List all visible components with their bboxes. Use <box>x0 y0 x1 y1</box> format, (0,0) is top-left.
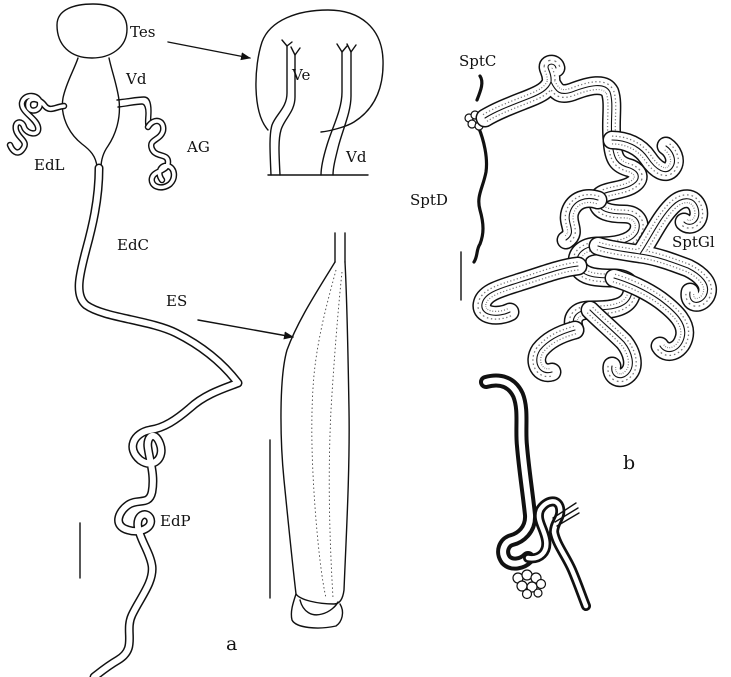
label-edp: EdP <box>160 512 191 530</box>
panel-label-b: b <box>623 452 635 474</box>
spermatheca-bead-cluster <box>513 570 546 599</box>
ejaculatory-sac-detail <box>270 233 349 628</box>
es-upper-tube <box>335 233 345 262</box>
panel-label-a: a <box>226 633 237 655</box>
label-sptgl: SptGl <box>672 233 715 251</box>
es-sac-outline <box>281 262 349 604</box>
vas-deferens-right <box>117 97 151 126</box>
label-es: ES <box>166 292 187 310</box>
label-vd-left: Vd <box>125 70 147 88</box>
label-ve: Ve <box>291 66 310 84</box>
spermathecal-capsule-stalk <box>477 76 482 100</box>
tes-arrow <box>168 42 250 58</box>
es-inner-dotted-2 <box>329 272 342 598</box>
spermatheca-detail <box>486 381 586 606</box>
es-base <box>291 594 342 628</box>
label-ag: AG <box>186 138 210 156</box>
label-vd-inset: Vd <box>345 148 367 166</box>
testis-shape <box>57 4 127 58</box>
label-edc: EdC <box>117 236 149 254</box>
es-arrow <box>198 320 293 337</box>
label-edl: EdL <box>34 156 65 174</box>
es-inner-dotted-1 <box>312 270 336 598</box>
seminal-vesicle <box>62 58 119 168</box>
panel-a-main-drawing <box>10 4 238 677</box>
inset-testis-outline <box>256 10 383 132</box>
label-sptc: SptC <box>459 52 496 70</box>
ejaculatory-duct-tube <box>79 168 238 677</box>
panel-b-spermatheca <box>461 64 708 378</box>
label-tes: Tes <box>130 23 155 41</box>
label-sptd: SptD <box>410 191 448 209</box>
